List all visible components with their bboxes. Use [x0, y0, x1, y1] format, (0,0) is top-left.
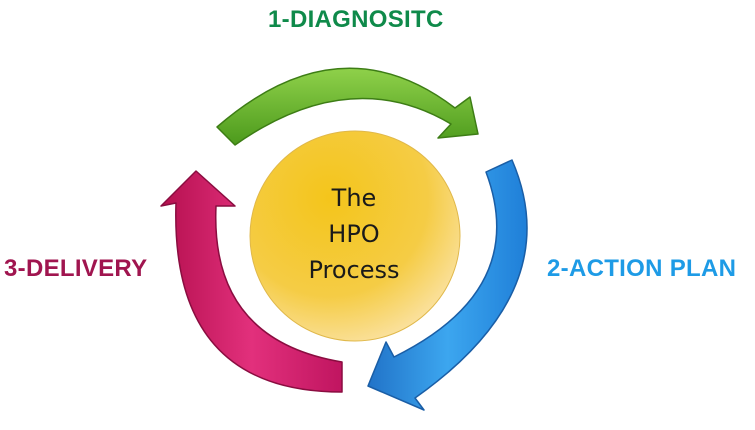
stage-label-action-plan: 2-ACTION PLAN: [547, 255, 737, 282]
delivery-arrow: [160, 170, 343, 393]
center-line-1: The: [331, 184, 377, 212]
center-circle: [249, 130, 461, 342]
diagnostic-arrow: [216, 67, 479, 146]
center-line-2: HPO: [328, 220, 380, 248]
action-plan-arrow: [367, 159, 528, 411]
stage-label-delivery: 3-DELIVERY: [4, 255, 148, 282]
center-text: The HPO Process: [299, 180, 409, 288]
stage-label-diagnostic: 1-DIAGNOSITC: [268, 6, 444, 33]
center-line-3: Process: [308, 256, 400, 284]
